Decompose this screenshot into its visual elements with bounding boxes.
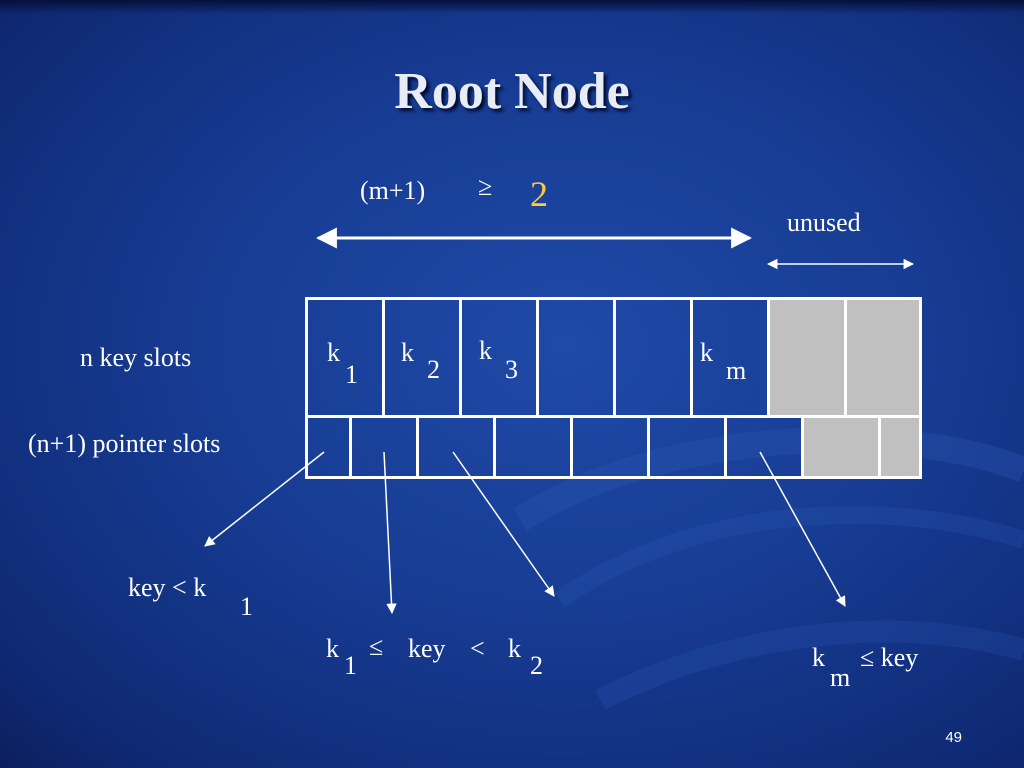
unused-pointer-slot xyxy=(801,415,881,479)
range-label-2-k1-subscript: 1 xyxy=(344,651,357,680)
key-letter: k xyxy=(700,338,713,367)
pointer-arrow-3 xyxy=(452,451,555,597)
constraint-value: 2 xyxy=(530,174,548,214)
key-subscript: 1 xyxy=(345,360,358,389)
unused-key-slot xyxy=(844,297,922,418)
slide-title: Root Node xyxy=(394,63,630,120)
range-label-1-subscript: 1 xyxy=(240,592,253,621)
key-subscript: m xyxy=(726,356,747,385)
unused-label: unused xyxy=(787,208,861,237)
range-label-2-k2-subscript: 2 xyxy=(530,651,543,680)
range-label-2-op1: ≤ xyxy=(369,632,384,661)
root-node: k 1 k 2 k 3 k m xyxy=(305,297,922,479)
unused-pointer-slot xyxy=(878,415,922,479)
constraint-op: ≥ xyxy=(478,172,493,201)
top-band xyxy=(0,0,1024,14)
key-letter: k xyxy=(479,336,492,365)
key-subscript: 3 xyxy=(505,355,518,384)
unused-key-slot xyxy=(767,297,847,418)
pointer-arrow-2 xyxy=(383,451,397,615)
constraint-left: (m+1) xyxy=(360,176,426,205)
key-letter: k xyxy=(327,338,340,367)
pointer-arrow-1 xyxy=(204,451,325,547)
range-label-m-rest: ≤ key xyxy=(860,643,919,672)
range-label-2-key: key xyxy=(408,634,446,663)
range-label-m-subscript: m xyxy=(830,663,851,692)
range-label-2-op2: < xyxy=(470,634,485,663)
key-subscript: 2 xyxy=(427,355,440,384)
range-label-1: key < k xyxy=(128,573,207,602)
pointer-slots-label: (n+1) pointer slots xyxy=(28,429,221,458)
range-label-2-k2: k xyxy=(508,634,521,663)
page-number: 49 xyxy=(945,729,962,746)
range-label-2-k1: k xyxy=(326,634,339,663)
key-slots-label: n key slots xyxy=(80,343,192,372)
range-label-m-k: k xyxy=(812,643,825,672)
pointer-arrow-m xyxy=(759,451,846,607)
key-letter: k xyxy=(401,338,414,367)
